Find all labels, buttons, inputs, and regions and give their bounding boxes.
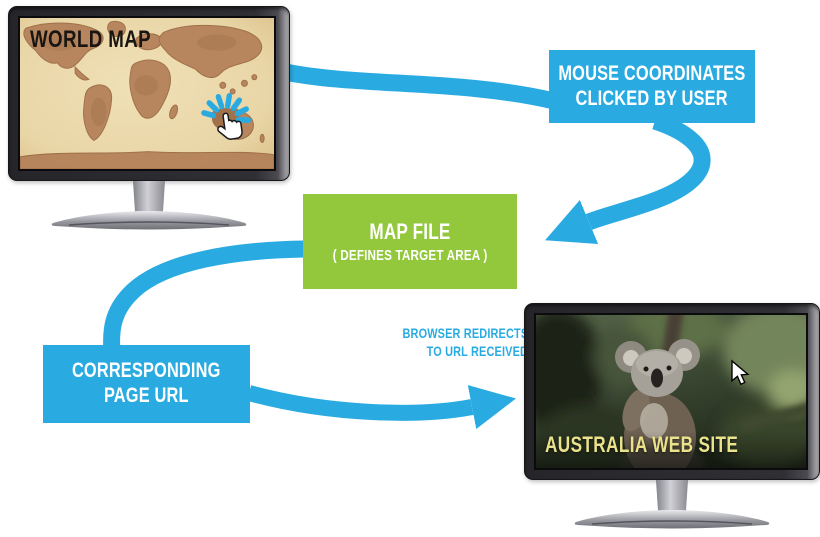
flow-arrow-mapfile-to-url — [103, 240, 306, 353]
australia-website-monitor: AUSTRALIA WEB SITE — [524, 303, 820, 530]
australia-website-screen: AUSTRALIA WEB SITE — [534, 313, 808, 470]
map-file-line1: MAP FILE — [369, 218, 451, 244]
corresponding-url-line2: PAGE URL — [104, 384, 189, 407]
world-map-screen: WORLD MAP — [18, 16, 276, 171]
flow-arrow-url-to-website — [246, 385, 516, 429]
monitor-stand — [574, 480, 770, 529]
corresponding-url-line1: CORRESPONDING — [72, 359, 221, 383]
browser-redirect-line2: TO URL RECEIVED — [426, 343, 528, 360]
australia-site-title: AUSTRALIA WEB SITE — [545, 432, 793, 458]
mouse-coordinates-line1: MOUSE COORDINATES — [558, 61, 746, 85]
monitor-stand — [51, 181, 247, 230]
koala-photo — [536, 315, 806, 468]
flow-arrow-map-to-coordinates — [283, 63, 556, 110]
world-map-monitor: WORLD MAP — [8, 6, 290, 231]
corresponding-url-box: CORRESPONDING PAGE URL — [43, 345, 250, 423]
browser-redirect-line1: BROWSER REDIRECTS — [402, 325, 528, 341]
australia-site-title-text: AUSTRALIA WEB SITE — [545, 432, 739, 457]
flow-arrow-coordinates-to-mapfile — [545, 112, 711, 244]
mouse-coordinates-line2: CLICKED BY USER — [575, 86, 729, 110]
world-map-graphic — [20, 18, 274, 169]
map-file-box: MAP FILE ( DEFINES TARGET AREA ) — [303, 194, 517, 289]
browser-redirect-note: BROWSER REDIRECTS TO URL RECEIVED — [278, 324, 528, 360]
monitor-bezel: AUSTRALIA WEB SITE — [524, 303, 820, 480]
click-burst-icon — [201, 93, 252, 140]
world-map-title-text: WORLD MAP — [30, 26, 152, 53]
hand-cursor-icon — [217, 112, 243, 140]
map-file-line2: ( DEFINES TARGET AREA ) — [332, 246, 488, 264]
arrow-cursor-icon — [731, 359, 750, 386]
world-map-title: WORLD MAP — [30, 26, 185, 54]
mouse-coordinates-box: MOUSE COORDINATES CLICKED BY USER — [549, 50, 755, 123]
monitor-bezel: WORLD MAP — [8, 6, 290, 181]
